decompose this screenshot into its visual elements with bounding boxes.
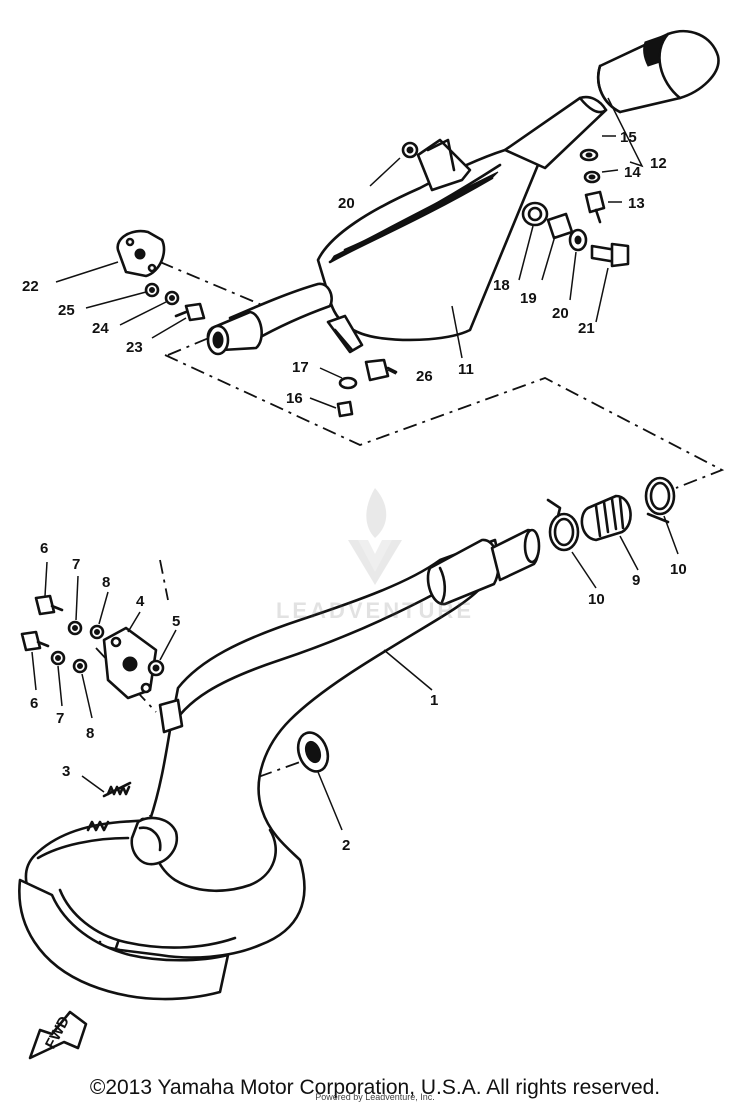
forward-direction-arrow: FWD: [28, 1010, 88, 1060]
callout-2: 2: [342, 837, 350, 854]
callout-24: 24: [92, 320, 109, 337]
callout-22: 22: [22, 278, 39, 295]
leadventure-logo-icon: [348, 488, 402, 585]
callout-16: 16: [286, 390, 303, 407]
callout-8-bottom: 8: [86, 725, 94, 742]
callout-6-top: 6: [40, 540, 48, 557]
callout-18: 18: [493, 277, 510, 294]
callout-4: 4: [136, 593, 145, 610]
copyright-text: ©2013 Yamaha Motor Corporation, U.S.A. A…: [89, 1076, 661, 1099]
watermark-text: LEADVENTURE: [275, 598, 474, 623]
callout-5: 5: [172, 613, 180, 630]
callout-19: 19: [520, 290, 537, 307]
callout-26: 26: [416, 368, 433, 385]
callout-12: 12: [650, 155, 667, 172]
callout-20-bottom: 20: [552, 305, 569, 322]
callout-6-bottom: 6: [30, 695, 38, 712]
callout-1: 1: [430, 692, 438, 709]
callout-7-bottom: 7: [56, 710, 64, 727]
callout-9: 9: [632, 572, 640, 589]
callout-13: 13: [628, 195, 645, 212]
pipe-hardware: [20, 476, 676, 832]
callout-8-top: 8: [102, 574, 110, 591]
callout-10-left: 10: [588, 591, 605, 608]
powered-by-credit: Powered by Leadventure, Inc.: [315, 1092, 435, 1102]
callout-21: 21: [578, 320, 595, 337]
callout-14: 14: [624, 164, 641, 181]
leader-lines: [31, 97, 679, 831]
callout-7-top: 7: [72, 556, 80, 573]
callout-labels: 1 2 3 4 5 6 6 7 7 8 8 9 10 10 11 12 13 1…: [22, 129, 687, 854]
callout-3: 3: [62, 763, 70, 780]
muffler-assembly: [206, 29, 720, 356]
callout-15: 15: [620, 129, 637, 146]
callout-10-right: 10: [670, 561, 687, 578]
exhaust-pipe: [18, 528, 541, 1001]
callout-20-top: 20: [338, 195, 355, 212]
muffler-hardware: [116, 141, 630, 418]
callout-17: 17: [292, 359, 309, 376]
callout-25: 25: [58, 302, 75, 319]
callout-23: 23: [126, 339, 143, 356]
callout-11: 11: [458, 361, 474, 378]
leadventure-watermark: LEADVENTURE: [240, 480, 510, 630]
